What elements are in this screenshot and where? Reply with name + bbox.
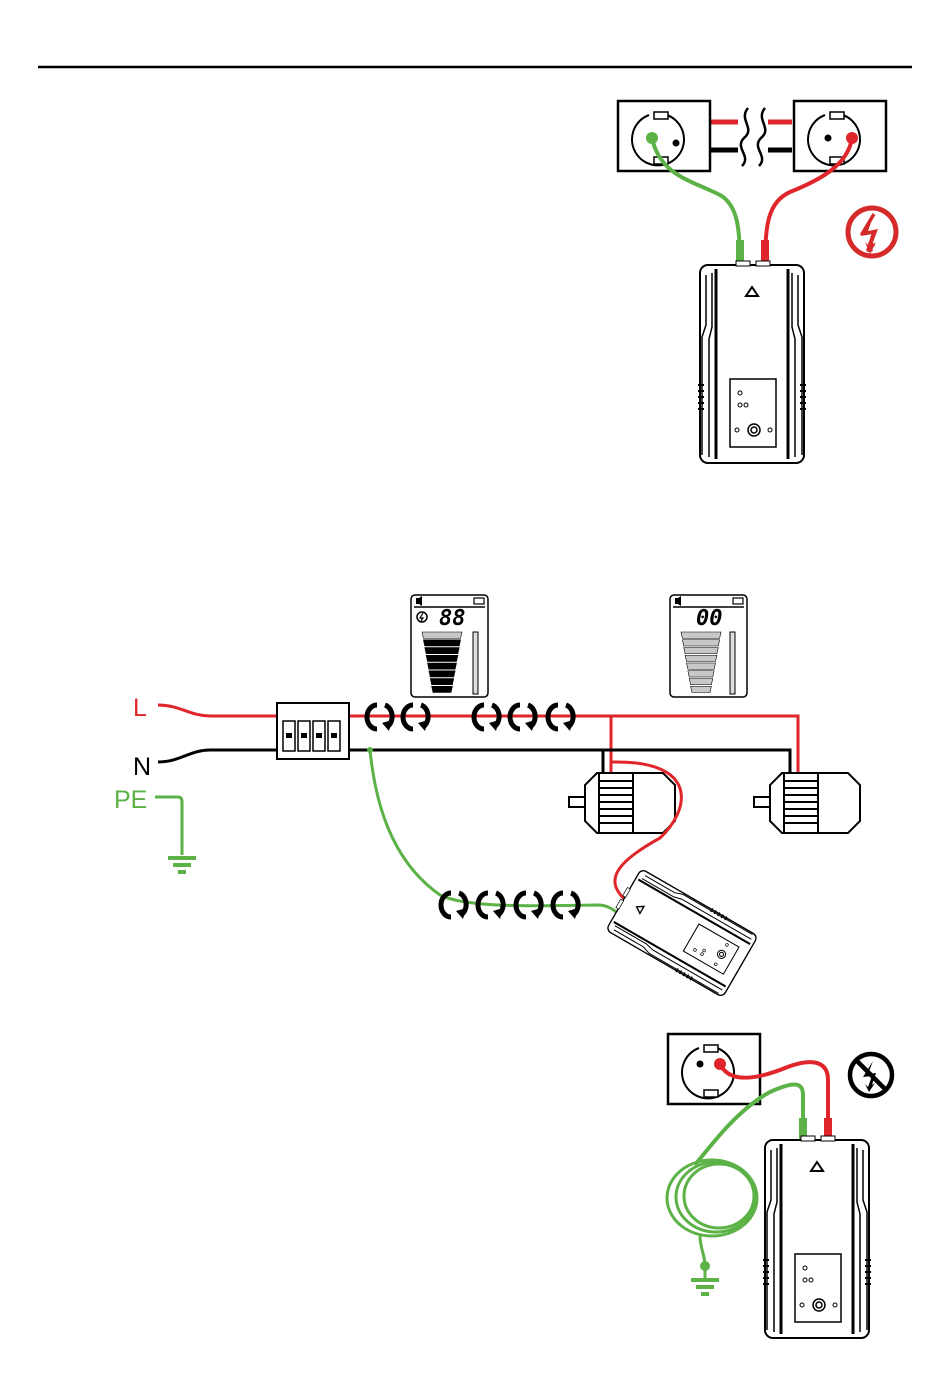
break-mark	[756, 107, 767, 167]
signal-bar-segment	[686, 662, 716, 670]
label-earth: PE	[114, 786, 147, 814]
live-test-lead	[718, 1060, 830, 1120]
neutral-conductor	[157, 748, 792, 775]
signal-bar-segment	[687, 670, 715, 678]
battery-icon	[473, 597, 485, 605]
diagram-socket-to-socket	[616, 99, 899, 465]
live-conductor	[157, 703, 800, 775]
signal-bar-segment	[680, 631, 722, 639]
socket	[666, 1032, 762, 1106]
signal-bar-segment	[421, 631, 463, 639]
battery-icon	[732, 597, 744, 605]
transmitter-device	[696, 259, 808, 465]
label-live: L	[133, 694, 147, 722]
live-test-lead	[763, 137, 854, 266]
voltage-icon	[416, 611, 428, 623]
signal-marker	[441, 893, 466, 919]
signal-bar-segment	[429, 678, 455, 686]
motor-1	[568, 772, 676, 834]
break-mark	[739, 107, 750, 167]
motor-2	[753, 772, 861, 834]
no-voltage-icon	[847, 1051, 895, 1099]
speaker-icon	[416, 596, 422, 606]
voltage-present-icon	[845, 205, 899, 259]
signal-bar-segment	[424, 647, 460, 655]
signal-bar-segment	[683, 647, 719, 655]
diagram-socket-to-earth	[665, 1032, 895, 1340]
level-meter	[472, 631, 479, 695]
signal-marker	[367, 705, 392, 731]
signal-bar-segment	[428, 670, 456, 678]
signal-bar-segment	[688, 678, 714, 686]
earth-conductor	[155, 795, 184, 855]
label-neutral: N	[133, 753, 151, 781]
circuit-breaker	[276, 702, 350, 760]
ground-symbol	[689, 1278, 721, 1296]
signal-bar-segment	[690, 685, 712, 693]
signal-bars	[680, 631, 722, 693]
signal-bar-segment	[684, 654, 718, 662]
signal-bar-segment	[427, 662, 457, 670]
earth-test-lead	[368, 749, 626, 921]
coiled-earth-lead	[665, 1158, 759, 1267]
ground-symbol	[166, 856, 198, 874]
signal-marker	[474, 705, 499, 731]
earth-test-lead	[650, 137, 742, 266]
lcd-digits: 88	[439, 606, 466, 631]
diagram-circuit-trace: L N PE	[114, 594, 861, 1000]
signal-bar-segment	[431, 685, 453, 693]
transmitter-device-rotated	[601, 865, 760, 1000]
lcd-digits: 00	[696, 606, 723, 631]
signal-bars	[421, 631, 463, 693]
signal-bar-segment	[423, 639, 461, 647]
live-signal-markers	[367, 705, 573, 731]
signal-marker	[548, 705, 573, 731]
live-test-lead	[610, 760, 683, 904]
level-meter	[729, 631, 736, 695]
receiver-display-active: 88	[410, 594, 489, 698]
signal-bar-segment	[682, 639, 720, 647]
receiver-display-idle: 00	[669, 594, 748, 698]
speaker-icon	[675, 596, 681, 606]
earth-test-lead	[693, 1082, 805, 1167]
signal-marker	[403, 705, 428, 731]
signal-marker	[510, 705, 535, 731]
signal-bar-segment	[425, 654, 459, 662]
transmitter-device	[761, 1134, 873, 1340]
